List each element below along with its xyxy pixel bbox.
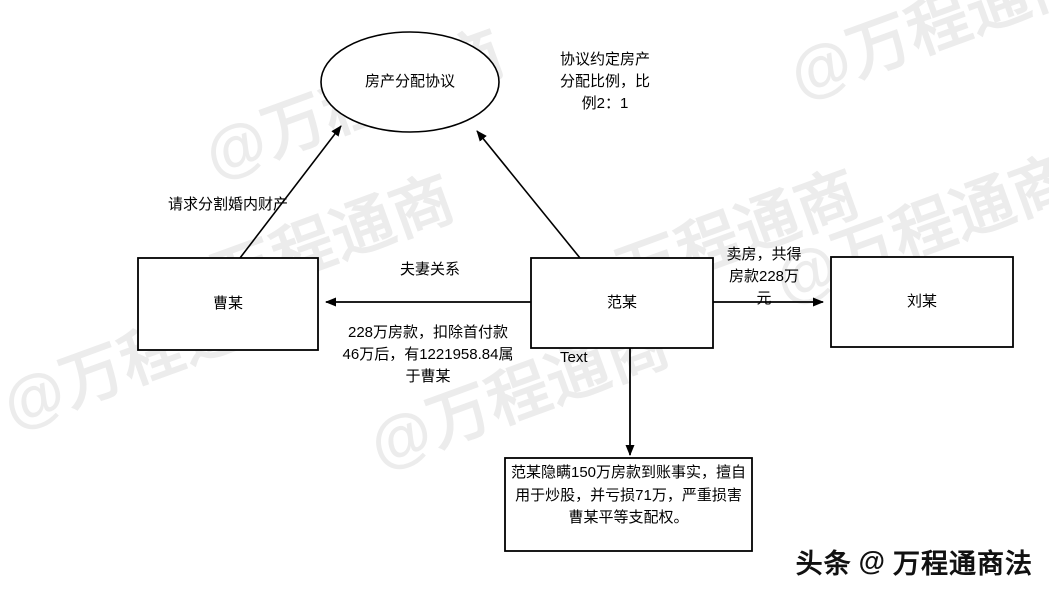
node-note-shape bbox=[504, 457, 753, 552]
node-cao-label: 曹某 bbox=[212, 294, 243, 312]
edge-sublabel-fan-cao: 228万房款，扣除首付款 46万后，有1221958.84属 于曹某 bbox=[342, 324, 514, 385]
brand-logo: 头条 @ 万程通商法 bbox=[796, 542, 1033, 581]
brand-name: 万程通商法 bbox=[893, 549, 1033, 579]
edge-label-fan-agreement: 协议约定房产 分配比例，比 例2：1 bbox=[559, 51, 650, 112]
edge-fan-agreement-line bbox=[476, 130, 581, 259]
edge-cao-agreement-line bbox=[239, 125, 342, 259]
node-agreement-label: 房产分配协议 bbox=[364, 72, 455, 90]
edge-label-fan-liu: 卖房，共得 房款228万 元 bbox=[726, 246, 802, 307]
node-liu-label: 刘某 bbox=[906, 292, 937, 310]
node-liu-shape bbox=[830, 256, 1014, 348]
brand-prefix: 头条 bbox=[795, 549, 852, 579]
at-symbol-icon: @ bbox=[858, 546, 886, 576]
node-fan-shape bbox=[530, 257, 714, 349]
edge-label-fan-cao: 夫妻关系 bbox=[399, 261, 460, 278]
edge-label-fan-note: Text bbox=[560, 349, 588, 366]
node-note-label: 范某隐瞒150万房款到账事实，擅自用于炒股，并亏损71万，严重损害曹某平等支配权… bbox=[510, 464, 747, 526]
node-fan-label: 范某 bbox=[606, 293, 637, 311]
node-agreement-shape bbox=[320, 31, 500, 133]
node-cao-shape bbox=[137, 257, 319, 351]
edge-label-cao-agreement: 请求分割婚内财产 bbox=[167, 196, 288, 213]
